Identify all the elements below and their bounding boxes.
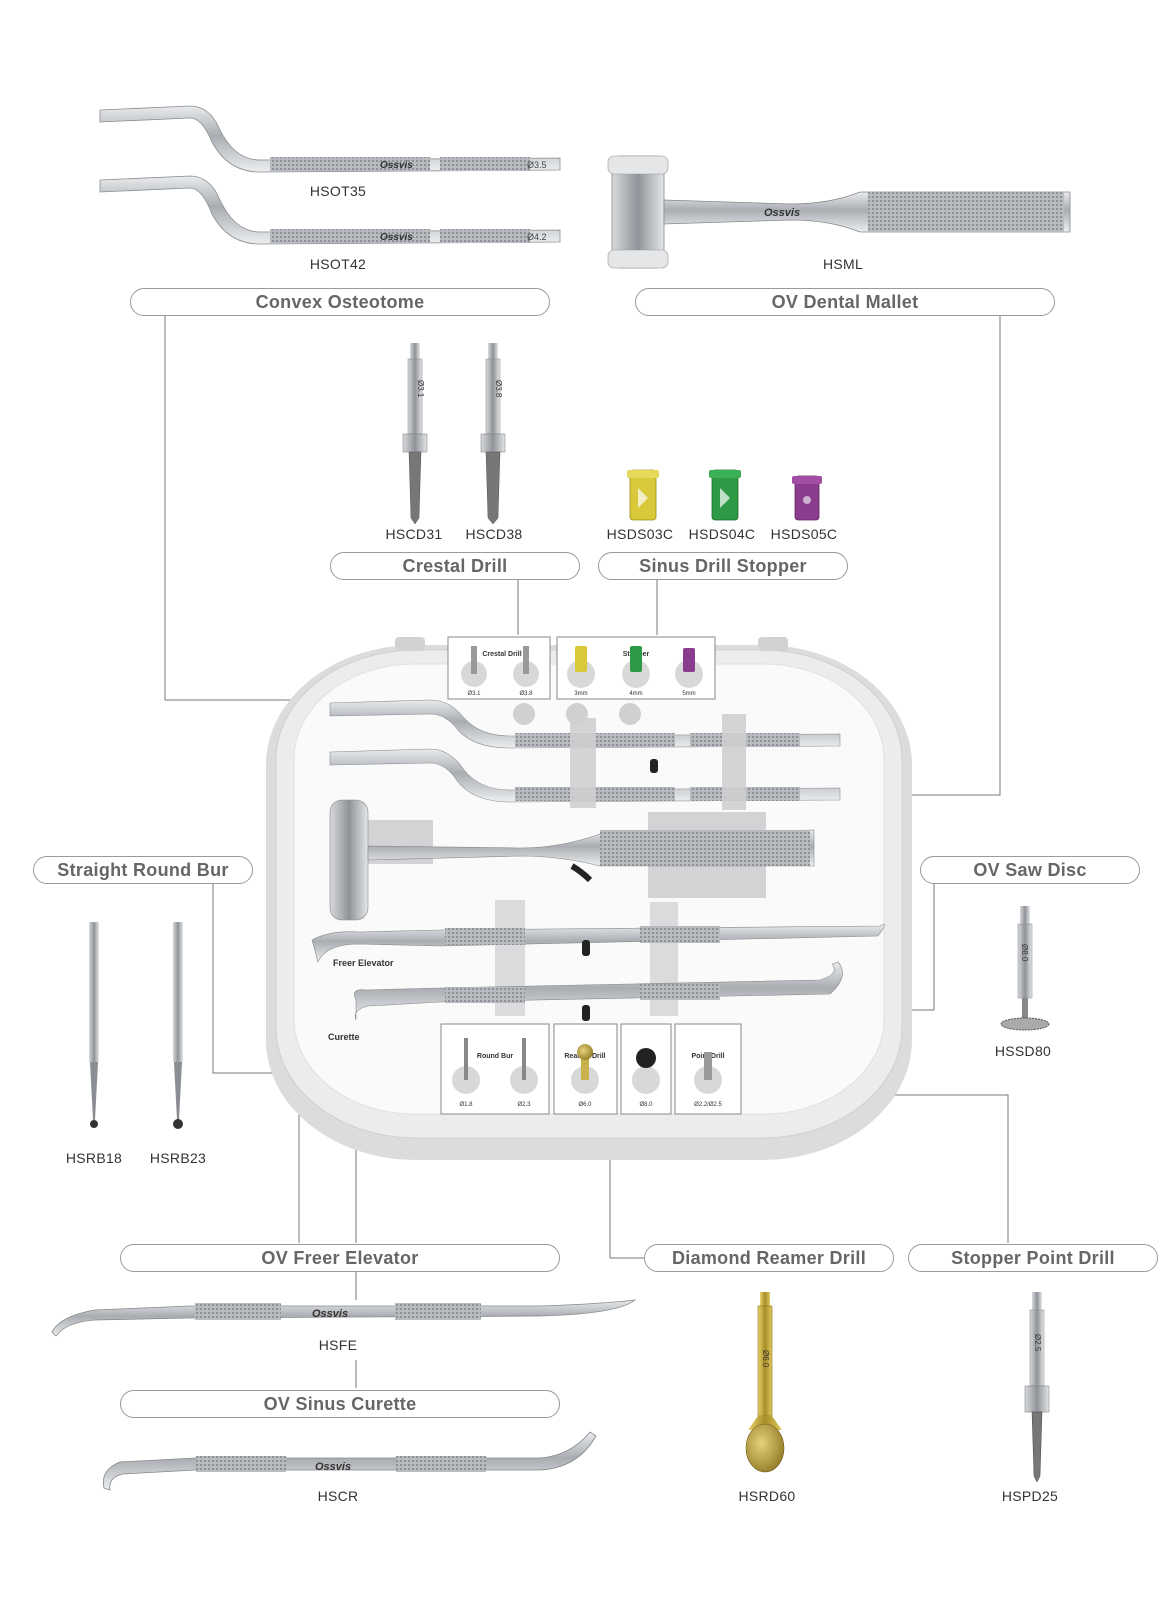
code-hsml: HSML (822, 256, 864, 272)
label-dental-mallet: OV Dental Mallet (635, 288, 1055, 316)
saw-disc-engraving: Ø8.0 (1020, 944, 1029, 962)
mallet-hsml: Ossvis (607, 155, 1071, 269)
label-sinus-drill-stopper: Sinus Drill Stopper (598, 552, 848, 580)
code-hsds05c: HSDS05C (770, 526, 838, 542)
point-drill-hspd25: Ø2.5 (1024, 1292, 1050, 1483)
freer-brand: Ossvis (312, 1308, 348, 1320)
stopper-hsds03c (627, 469, 659, 521)
code-hscd38: HSCD38 (465, 526, 523, 542)
crestal-engraving-38: Ø3.8 (494, 380, 503, 398)
osteotome-size-42: Ø4.2 (527, 232, 547, 242)
point-engraving: Ø2.5 (1033, 1334, 1042, 1352)
reamer-drill-hsrd60: Ø6.0 (745, 1292, 785, 1473)
kit-reamer-size: Ø6.0 (578, 1102, 592, 1108)
osteotome-hsot42: Ossvis Ø4.2 (99, 175, 561, 245)
code-hsrb23: HSRB23 (149, 1150, 207, 1166)
surgical-kit-box: Crestal Drill Ø3.1 Ø3.8 Stopper 3mm 4mm … (266, 636, 912, 1160)
kit-roundbur-size-1: Ø1.8 (459, 1102, 473, 1108)
kit-freer-label: Freer Elevator (333, 958, 394, 968)
kit-curette-label: Curette (328, 1032, 360, 1042)
label-sinus-curette: OV Sinus Curette (120, 1390, 560, 1418)
crestal-engraving-31: Ø3.1 (416, 380, 425, 398)
round-bur-hsrb18 (89, 922, 99, 1128)
code-hscr: HSCR (317, 1488, 359, 1504)
code-hsds03c: HSDS03C (606, 526, 674, 542)
kit-stopper-size-1: 3mm (574, 691, 587, 697)
code-hsfe: HSFE (318, 1337, 358, 1353)
code-hsds04c: HSDS04C (688, 526, 756, 542)
code-hssd80: HSSD80 (994, 1043, 1052, 1059)
stopper-hsds05c (792, 475, 822, 521)
code-hsot35: HSOT35 (309, 183, 367, 199)
kit-roundbur-title: Round Bur (477, 1053, 513, 1060)
label-freer-elevator: OV Freer Elevator (120, 1244, 560, 1272)
label-saw-disc: OV Saw Disc (920, 856, 1140, 884)
kit-crestal-size-2: Ø3.8 (519, 691, 533, 697)
code-hsrb18: HSRB18 (65, 1150, 123, 1166)
crestal-drill-hscd38: Ø3.8 (480, 343, 506, 525)
kit-point-size: Ø2.2/Ø2.5 (694, 1102, 722, 1108)
kit-stopper-size-2: 4mm (629, 691, 642, 697)
round-bur-hsrb23 (173, 922, 183, 1129)
freer-elevator-hsfe: Ossvis (51, 1299, 637, 1337)
osteotome-hsot35: Ossvis Ø3.5 (99, 105, 561, 173)
code-hscd31: HSCD31 (385, 526, 443, 542)
code-hspd25: HSPD25 (1001, 1488, 1059, 1504)
kit-roundbur-size-2: Ø2.3 (517, 1102, 531, 1108)
kit-sawdisc-size: Ø8.0 (639, 1102, 653, 1108)
label-convex-osteotome: Convex Osteotome (130, 288, 550, 316)
mallet-brand: Ossvis (764, 207, 800, 219)
label-diamond-reamer-drill: Diamond Reamer Drill (644, 1244, 894, 1272)
osteotome-brand-2: Ossvis (380, 232, 413, 243)
osteotome-size-35: Ø3.5 (527, 160, 547, 170)
label-straight-round-bur: Straight Round Bur (33, 856, 253, 884)
sinus-curette-hscr: Ossvis (102, 1431, 597, 1491)
osteotome-brand: Ossvis (380, 160, 413, 171)
reamer-engraving: Ø6.0 (761, 1350, 770, 1368)
label-crestal-drill: Crestal Drill (330, 552, 580, 580)
kit-stopper-size-3: 5mm (682, 691, 695, 697)
kit-crestal-title: Crestal Drill (482, 651, 521, 658)
kit-crestal-size-1: Ø3.1 (467, 691, 481, 697)
stopper-hsds04c (709, 469, 741, 521)
label-stopper-point-drill: Stopper Point Drill (908, 1244, 1158, 1272)
code-hsrd60: HSRD60 (738, 1488, 796, 1504)
code-hsot42: HSOT42 (309, 256, 367, 272)
curette-brand: Ossvis (315, 1461, 351, 1473)
saw-disc-hssd80: Ø8.0 (1000, 906, 1050, 1031)
crestal-drill-hscd31: Ø3.1 (402, 343, 428, 525)
